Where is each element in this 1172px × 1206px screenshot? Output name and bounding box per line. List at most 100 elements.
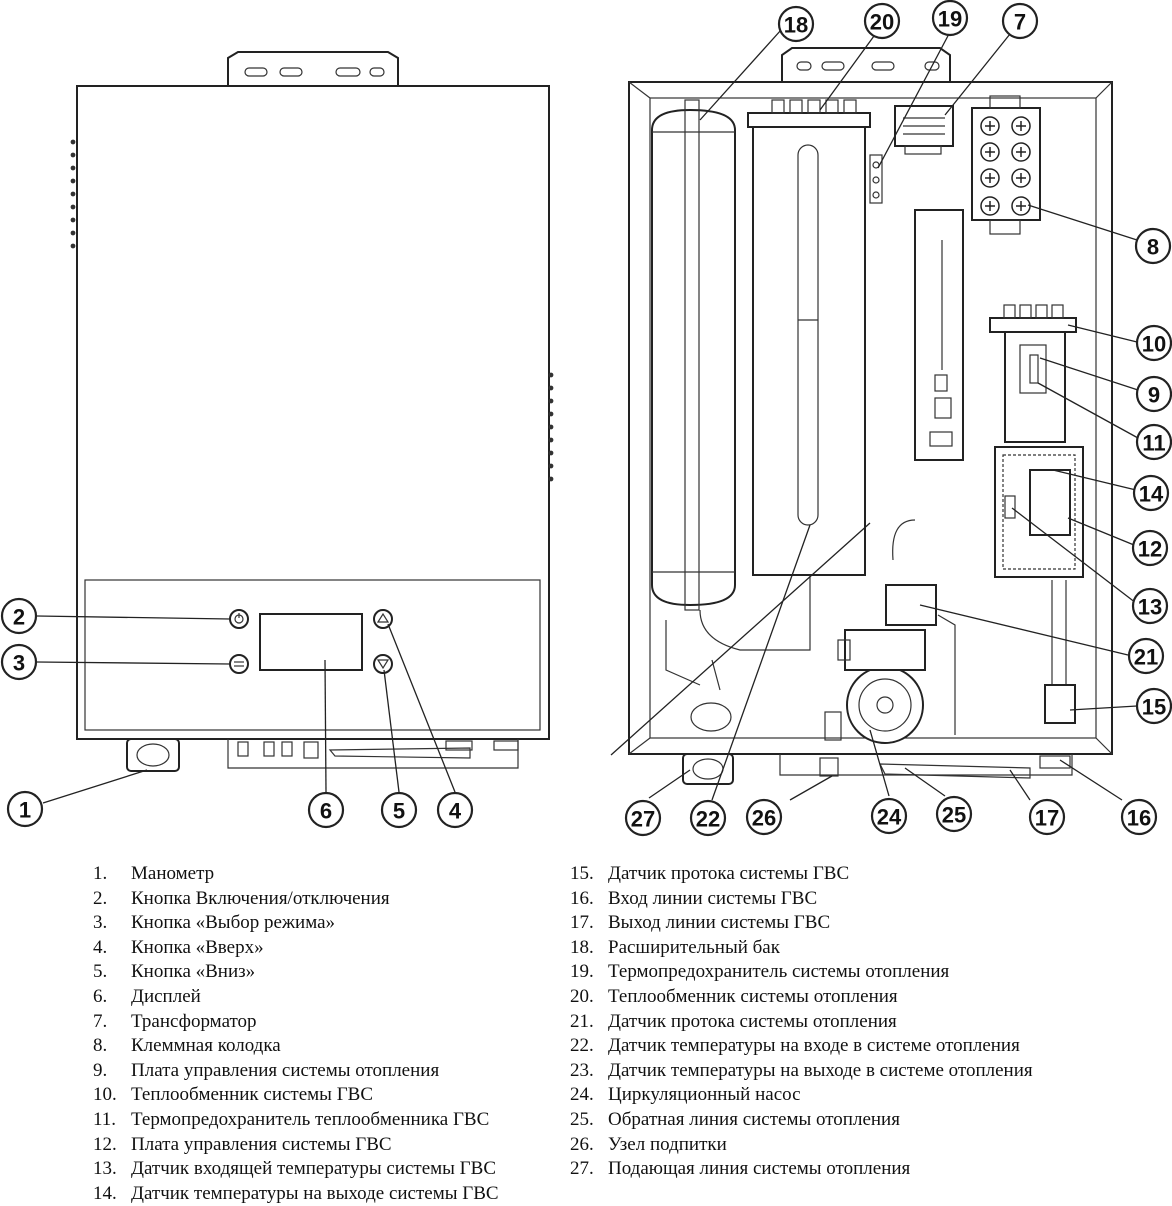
legend-item-number: 12. bbox=[93, 1133, 117, 1155]
legend-item-number: 19. bbox=[570, 961, 594, 983]
callout-4: 4 bbox=[436, 791, 474, 829]
legend-item-number: 4. bbox=[93, 936, 108, 958]
svg-text:24: 24 bbox=[877, 805, 902, 830]
legend-item: 19. Термопредохранитель системы отопления bbox=[570, 960, 1033, 985]
mounting-bracket-rear bbox=[781, 47, 951, 82]
callout-1: 1 bbox=[6, 790, 44, 828]
callout-5: 5 bbox=[380, 791, 418, 829]
svg-text:11: 11 bbox=[1142, 431, 1165, 456]
legend-item-number: 25. bbox=[570, 1108, 594, 1130]
legend-item: 17.Выход линии системы ГВС bbox=[570, 911, 1033, 936]
svg-text:10: 10 bbox=[1142, 332, 1166, 357]
legend-item: 10.Теплообменник системы ГВС bbox=[93, 1083, 499, 1108]
svg-text:27: 27 bbox=[631, 807, 655, 832]
legend-item: 16. Вход линии системы ГВС bbox=[570, 887, 1033, 912]
dhw-control-board bbox=[994, 446, 1084, 578]
legend-item-number: 14. bbox=[93, 1182, 117, 1204]
legend-item-text: Кнопка Включения/отключения bbox=[131, 887, 390, 909]
legend-item: 14.Датчик температуры на выходе системы … bbox=[93, 1182, 499, 1206]
legend-item-number: 9. bbox=[93, 1059, 108, 1081]
callout-6: 6 bbox=[307, 791, 345, 829]
heating-heat-exchanger bbox=[747, 99, 871, 576]
callout-27: 27 bbox=[624, 799, 662, 837]
svg-text:2: 2 bbox=[13, 605, 25, 630]
callout-17: 17 bbox=[1028, 798, 1066, 836]
svg-text:4: 4 bbox=[449, 799, 462, 824]
legend-item-text: Выход линии системы ГВС bbox=[608, 912, 831, 934]
power-button[interactable] bbox=[229, 609, 249, 629]
svg-text:20: 20 bbox=[870, 10, 894, 35]
legend-item-text: Кнопка «Выбор режима» bbox=[131, 912, 336, 934]
legend-item-number: 11. bbox=[93, 1108, 117, 1130]
up-button[interactable] bbox=[373, 609, 393, 629]
legend-item-number: 23. bbox=[570, 1059, 594, 1081]
legend-item-number: 5. bbox=[93, 961, 108, 983]
legend-item: 27.Подающая линия системы отопления bbox=[570, 1157, 1033, 1182]
svg-text:25: 25 bbox=[942, 803, 966, 828]
legend-item-text: Датчик протока системы ГВС bbox=[608, 863, 850, 884]
legend-item-number: 26. bbox=[570, 1133, 594, 1155]
svg-text:22: 22 bbox=[696, 807, 720, 832]
legend-item: 9.Плата управления системы отопления bbox=[93, 1059, 499, 1084]
down-button[interactable] bbox=[373, 654, 393, 674]
terminal-block bbox=[971, 95, 1041, 235]
legend-item-number: 13. bbox=[93, 1158, 117, 1180]
heating-control-board bbox=[914, 209, 964, 461]
legend-item-number: 16. bbox=[570, 887, 594, 909]
legend-item: 22.Датчик температуры на входе в системе… bbox=[570, 1034, 1033, 1059]
legend-item: 18.Расширительный бак bbox=[570, 936, 1033, 961]
legend-item-text: Термопредохранитель системы отопления bbox=[608, 961, 950, 983]
legend-item: 23.Датчик температуры на выходе в систем… bbox=[570, 1059, 1033, 1084]
callout-10: 10 bbox=[1135, 324, 1172, 362]
legend-item-text: Дисплей bbox=[131, 985, 201, 1007]
callout-21: 21 bbox=[1127, 637, 1165, 675]
svg-text:9: 9 bbox=[1148, 383, 1160, 408]
legend-item: 26. Узел подпитки bbox=[570, 1133, 1033, 1158]
legend-item-text: Расширительный бак bbox=[608, 936, 780, 958]
legend-item-text: Вход линии системы ГВС bbox=[608, 887, 818, 909]
legend-item: 5.Кнопка «Вниз» bbox=[93, 960, 499, 985]
control-panel bbox=[84, 579, 541, 731]
svg-text:17: 17 bbox=[1035, 806, 1059, 831]
callout-20: 20 bbox=[863, 2, 901, 40]
callout-25: 25 bbox=[935, 795, 973, 833]
svg-text:26: 26 bbox=[752, 806, 776, 831]
legend-item: 11.Термопредохранитель теплообменника ГВ… bbox=[93, 1108, 499, 1133]
callout-15: 15 bbox=[1135, 687, 1172, 725]
svg-text:12: 12 bbox=[1138, 537, 1162, 562]
legend-item: 24.Циркуляционный насос bbox=[570, 1083, 1033, 1108]
legend-item-number: 22. bbox=[570, 1035, 594, 1057]
leader-lines bbox=[36, 29, 1139, 804]
legend-item-number: 24. bbox=[570, 1084, 594, 1106]
dhw-heat-exchanger bbox=[989, 304, 1077, 443]
svg-text:5: 5 bbox=[393, 799, 405, 824]
svg-text:3: 3 bbox=[13, 651, 25, 676]
svg-text:16: 16 bbox=[1127, 806, 1151, 831]
legend-item: 3. Кнопка «Выбор режима» bbox=[93, 911, 499, 936]
front-view bbox=[70, 51, 554, 772]
svg-text:7: 7 bbox=[1014, 10, 1026, 35]
legend-item: 2.Кнопка Включения/отключения bbox=[93, 887, 499, 912]
legend-item-text: Узел подпитки bbox=[608, 1133, 727, 1155]
mode-button[interactable] bbox=[229, 654, 249, 674]
legend-item-text: Манометр bbox=[131, 863, 215, 884]
legend-item-text: Трансформатор bbox=[131, 1010, 257, 1032]
boiler-diagram: 1 2 3 4 5 6 7 8 9 10 11 12 13 14 15 16 1… bbox=[0, 0, 1172, 837]
callout-8: 8 bbox=[1134, 227, 1172, 265]
legend-item-number: 7. bbox=[93, 1010, 108, 1032]
front-vents-right bbox=[548, 372, 554, 482]
legend-item: 1. Манометр bbox=[93, 862, 499, 887]
callout-13: 13 bbox=[1131, 587, 1169, 625]
legend-item-text: Кнопка «Вверх» bbox=[131, 936, 264, 958]
legend-item: 4. Кнопка «Вверх» bbox=[93, 936, 499, 961]
svg-text:6: 6 bbox=[320, 799, 332, 824]
callout-2: 2 bbox=[0, 597, 38, 635]
legend-item: 20.Теплообменник системы отопления bbox=[570, 985, 1033, 1010]
legend-item-number: 3. bbox=[93, 912, 108, 934]
legend-item-number: 8. bbox=[93, 1035, 108, 1057]
legend-item-number: 6. bbox=[93, 985, 108, 1007]
legend-item: 21.Датчик протока системы отопления bbox=[570, 1010, 1033, 1035]
legend-item-number: 1. bbox=[93, 863, 108, 884]
